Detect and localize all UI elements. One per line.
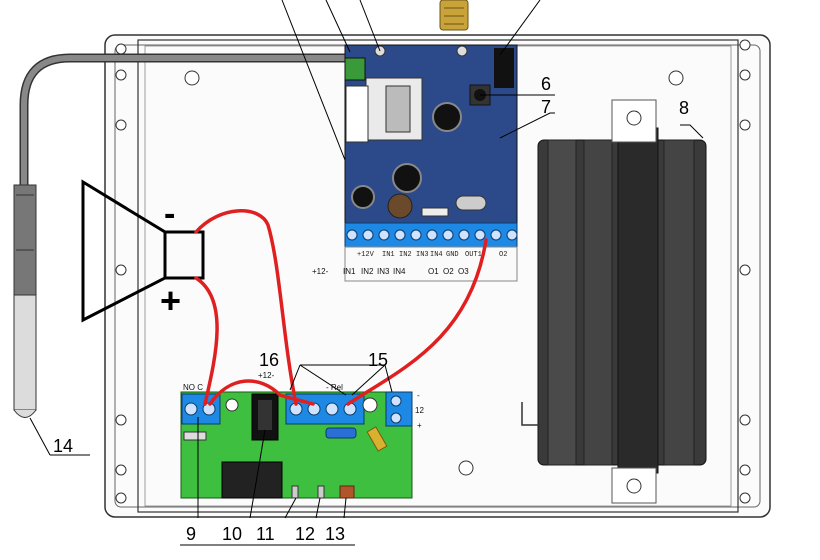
- enclosure-screws: [115, 39, 751, 504]
- callout-15: 15: [368, 350, 388, 370]
- controller-terminal-7: O3: [458, 267, 469, 276]
- controller-terminal-screws: [346, 229, 518, 241]
- relay-left-terminals: NO C: [183, 383, 203, 392]
- controller-silk-6: OUT1: [465, 251, 482, 259]
- callout-11: 11: [256, 524, 275, 544]
- callout-12: 12: [295, 524, 315, 544]
- speaker-minus: -: [164, 195, 175, 233]
- gsm-controller-board: [344, 44, 518, 282]
- wire-speaker-plus: [194, 276, 219, 406]
- relay-right-top: -: [417, 391, 420, 400]
- wire-speaker-minus: [194, 209, 298, 406]
- relay-board: [180, 391, 413, 499]
- battery: [521, 99, 707, 504]
- controller-silk-2: IN2: [399, 251, 412, 259]
- controller-terminal-6: O2: [443, 267, 454, 276]
- relay-power-label: +12-: [258, 371, 275, 380]
- controller-terminal-5: O1: [428, 267, 439, 276]
- controller-terminal-4: IN4: [393, 267, 406, 276]
- callout-7: 7: [541, 97, 551, 117]
- callout-13: 13: [325, 524, 345, 544]
- speaker-plus: +: [160, 280, 181, 321]
- controller-silk-7: O2: [499, 251, 507, 259]
- controller-silk-3: IN3: [416, 251, 429, 259]
- callout-8: 8: [679, 98, 689, 118]
- callout-leaders: [29, 0, 704, 519]
- callout-16: 16: [259, 350, 279, 370]
- controller-terminal-2: IN2: [361, 267, 374, 276]
- temperature-sensor: [13, 53, 345, 418]
- controller-terminal-0: +12-: [312, 267, 329, 276]
- wires: [194, 209, 488, 406]
- controller-silk-4: IN4: [430, 251, 443, 259]
- relay-right-bot: +: [417, 421, 422, 430]
- controller-silk-5: GND: [446, 251, 459, 259]
- speaker: [81, 179, 205, 323]
- controller-silk-0: +12V: [357, 251, 375, 259]
- antenna: [439, 0, 469, 31]
- controller-terminal-3: IN3: [377, 267, 390, 276]
- wire-relay-bridge: [208, 379, 315, 406]
- callout-10: 10: [222, 524, 242, 544]
- callout-6: 6: [541, 74, 551, 94]
- controller-terminal-1: IN1: [343, 267, 356, 276]
- callout-9: 9: [186, 524, 196, 544]
- controller-silk-1: IN1: [382, 251, 395, 259]
- relay-right-mid: 12: [415, 406, 424, 415]
- callout-14: 14: [53, 436, 73, 456]
- wire-rel-to-controller: [346, 238, 488, 406]
